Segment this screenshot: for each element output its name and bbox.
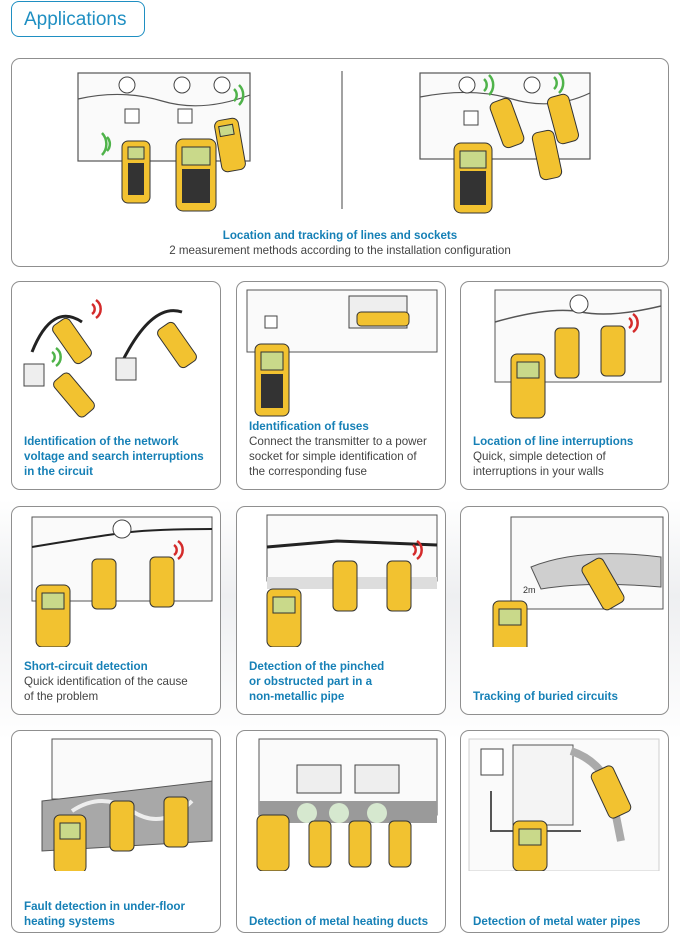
card-caption: Detection of metal heating ducts [249, 914, 437, 929]
card-caption: Location of line interruptions Quick, si… [473, 434, 660, 479]
card-caption: Detection of the pinched or obstructed p… [249, 659, 437, 704]
receiver-device [214, 117, 246, 173]
card-caption: Fault detection in under-floor heating s… [24, 899, 212, 929]
card-title-line: Fault detection in under-floor [24, 900, 186, 913]
top-caption-title: Location and tracking of lines and socke… [222, 229, 458, 242]
card-text-line: Quick identification of the cause [24, 675, 188, 688]
top-panel: Location and tracking of lines and socke… [11, 58, 669, 267]
card-title-line: voltage and search interruptions [24, 450, 204, 463]
card-water-pipes: Detection of metal water pipes [460, 730, 669, 933]
signal-icon [483, 74, 495, 96]
card-illustration [31, 516, 213, 647]
card-title-line: Short-circuit detection [24, 660, 148, 673]
card-title-line: Identification of the network [24, 435, 179, 448]
card-text-line: of the problem [24, 690, 99, 703]
top-caption-text: 2 measurement methods according to the i… [169, 244, 511, 257]
card-title-line: in the circuit [24, 465, 93, 478]
card-title-line: non-metallic pipe [249, 690, 345, 703]
card-heating-ducts: Detection of metal heating ducts [236, 730, 446, 933]
card-text-line: Connect the transmitter to a power [249, 435, 427, 448]
card-title-line: Detection of metal water pipes [473, 915, 641, 928]
card-pinched-pipe: Detection of the pinched or obstructed p… [236, 506, 446, 715]
card-short-circuit: Short-circuit detection Quick identifica… [11, 506, 221, 715]
card-title-line: Detection of the pinched [249, 660, 385, 673]
section-title-box: Applications [11, 1, 145, 37]
card-illustration [23, 298, 197, 418]
card-text-line: interruptions in your walls [473, 465, 604, 478]
card-title-line: Detection of metal heating ducts [249, 915, 429, 928]
card-illustration: 2m [492, 516, 664, 647]
card-caption: Tracking of buried circuits [473, 689, 660, 704]
measure-label: 2m [523, 585, 536, 595]
card-illustration [256, 738, 438, 871]
card-text-line: Quick, simple detection of [473, 450, 606, 463]
card-caption: Short-circuit detection Quick identifica… [24, 659, 212, 704]
card-title-line: or obstructed part in a [249, 675, 373, 688]
card-caption: Identification of fuses Connect the tran… [249, 419, 437, 479]
card-illustration [468, 738, 660, 871]
card-caption: Identification of the network voltage an… [24, 434, 212, 479]
signal-icon [553, 72, 565, 94]
card-illustration [246, 289, 438, 417]
card-text-line: socket for simple identification of [249, 450, 417, 463]
card-title-line: Identification of fuses [249, 420, 369, 433]
section-title: Applications [24, 9, 127, 30]
signal-icon [233, 84, 245, 106]
transmitter-device [175, 138, 217, 212]
card-text-line: the corresponding fuse [249, 465, 367, 478]
card-caption: Detection of metal water pipes [473, 914, 660, 929]
transmitter-device [453, 142, 493, 214]
top-illustration [77, 71, 591, 214]
card-line-interruptions: Location of line interruptions Quick, si… [460, 281, 669, 490]
card-title-line: heating systems [24, 915, 115, 928]
receiver-device [489, 93, 579, 181]
card-network-voltage: Identification of the network voltage an… [11, 281, 221, 490]
card-illustration [494, 289, 662, 419]
receiver-device [121, 140, 151, 204]
card-title-line: Tracking of buried circuits [473, 690, 618, 703]
card-illustration [266, 514, 438, 647]
top-caption: Location and tracking of lines and socke… [12, 228, 668, 258]
card-buried-circuits: 2m Tracking of buried circuits [460, 506, 669, 715]
card-underfloor-heating: Fault detection in under-floor heating s… [11, 730, 221, 933]
signal-icon [101, 132, 112, 156]
card-title-line: Location of line interruptions [473, 435, 634, 448]
card-fuses: Identification of fuses Connect the tran… [236, 281, 446, 490]
card-illustration [41, 738, 213, 871]
